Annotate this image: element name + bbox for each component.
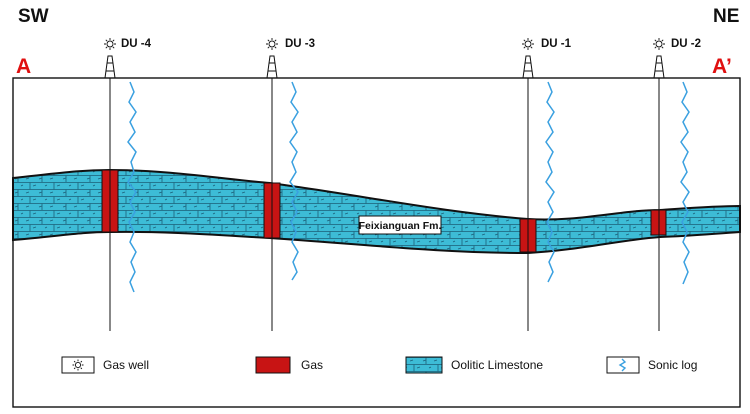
legend-gas-well-symbol (61, 356, 95, 374)
well-label-du4: DU -4 (121, 38, 152, 50)
legend-gas-well-icon (72, 359, 84, 371)
legend-sonic-log-symbol (606, 356, 640, 374)
gas-well-icon-du2 (653, 38, 665, 50)
legend-gas-symbol (255, 356, 291, 374)
legend-gas-label: Gas (301, 358, 324, 372)
derrick-icon-du1 (522, 55, 534, 79)
sonic-log-du1 (545, 81, 555, 283)
section-start-label: A (16, 55, 32, 78)
sonic-log-du2 (680, 81, 690, 285)
section-frame (12, 77, 741, 408)
formation-label: Feixianguan Fm. (359, 220, 442, 232)
legend-sonic-log-icon (618, 358, 627, 372)
legend-oolitic-limestone-symbol (405, 356, 443, 374)
well-label-du3: DU -3 (285, 38, 316, 50)
derrick-icon-du3 (266, 55, 278, 79)
legend-oolitic-limestone-label: Oolitic Limestone (451, 358, 544, 372)
derrick-icon-du4 (104, 55, 116, 79)
gas-well-icon-du3 (266, 38, 278, 50)
sonic-log-du3 (289, 81, 299, 281)
direction-sw-label: SW (18, 6, 49, 27)
legend-gas-well-label: Gas well (103, 358, 150, 372)
direction-ne-label: NE (713, 6, 740, 27)
gas-well-icon-du1 (522, 38, 534, 50)
well-label-du2: DU -2 (671, 38, 702, 50)
gas-well-icon-du4 (104, 38, 116, 50)
oolitic-limestone-layer (12, 168, 741, 255)
formation-label-box (358, 215, 442, 235)
sonic-log-du4 (127, 81, 137, 293)
derrick-icon-du2 (653, 55, 665, 79)
section-end-label: A’ (712, 55, 732, 78)
legend-sonic-log-label: Sonic log (648, 358, 698, 372)
well-label-du1: DU -1 (541, 38, 572, 50)
